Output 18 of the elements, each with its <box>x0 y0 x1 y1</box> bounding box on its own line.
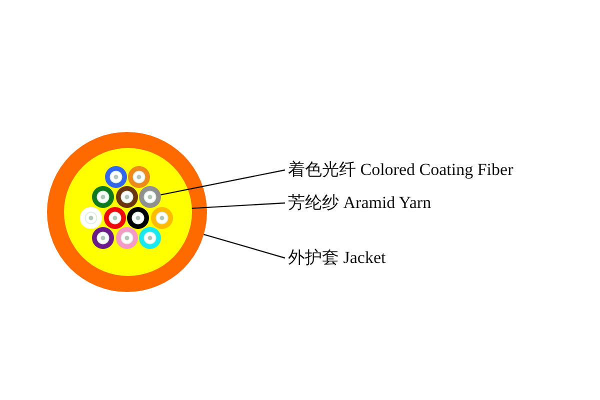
fiber-circle <box>139 186 161 208</box>
callout-label: 芳纶纱 Aramid Yarn <box>288 193 432 213</box>
fiber-circle <box>139 227 161 249</box>
fiber-circle <box>104 207 126 229</box>
fiber-circle <box>151 207 173 229</box>
fiber-circle <box>116 186 138 208</box>
fiber-circle <box>127 207 149 229</box>
fiber-circle <box>92 227 114 249</box>
fiber-circle <box>128 166 150 188</box>
fiber-circle <box>116 227 138 249</box>
leader-line <box>192 202 286 209</box>
callout-label: 着色光纤 Colored Coating Fiber <box>288 160 514 180</box>
fiber-circle <box>92 186 114 208</box>
fiber-circle <box>105 166 127 188</box>
leader-line <box>204 234 286 259</box>
callout-label: 外护套 Jacket <box>288 248 386 268</box>
fiber-circle <box>80 207 102 229</box>
leader-line <box>160 169 286 196</box>
